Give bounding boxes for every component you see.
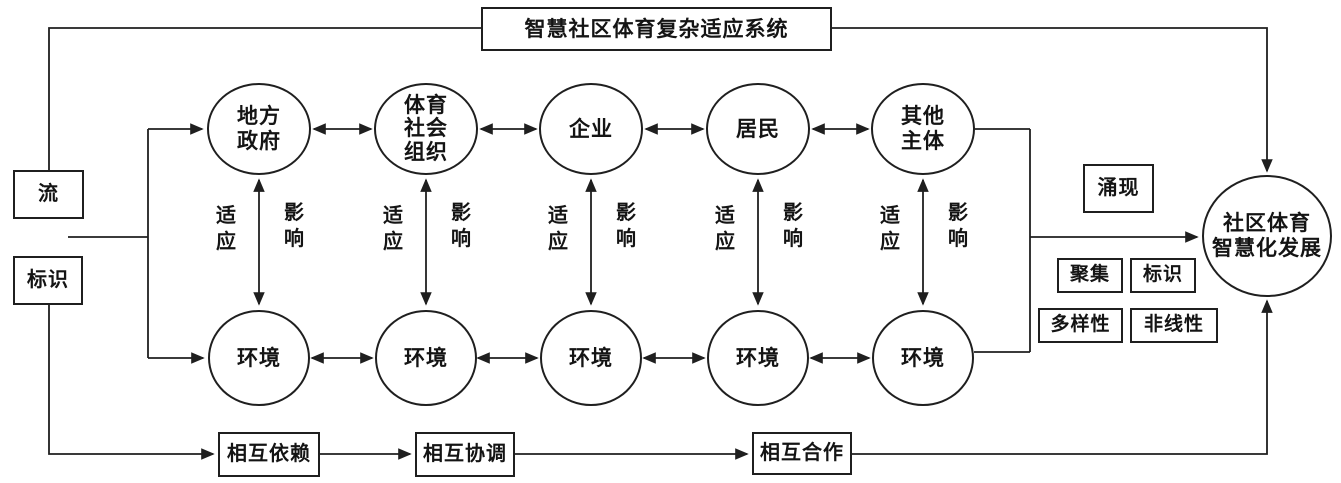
identification-to-dependence-arrow xyxy=(48,305,215,460)
agent-circle-local-government: 地方 政府 xyxy=(207,83,311,175)
development-outcome-circle: 社区体育 智慧化发展 xyxy=(1202,175,1332,297)
title-to-outcome-arrow xyxy=(832,27,1273,173)
flow-box: 流 xyxy=(13,170,84,219)
influence-label-2: 影 响 xyxy=(451,202,471,251)
adaptation-label-4: 适 应 xyxy=(715,205,735,254)
title-to-flow-line xyxy=(48,27,481,170)
diversity-box: 多样性 xyxy=(1038,308,1123,343)
mutual-coordination-box: 相互协调 xyxy=(415,432,515,477)
adaptation-label-5: 适 应 xyxy=(880,205,900,254)
emergence-box: 涌现 xyxy=(1083,164,1154,213)
environment-circle-1: 环境 xyxy=(208,310,310,406)
environment-circle-2: 环境 xyxy=(375,310,477,406)
identification-feature-box: 标识 xyxy=(1130,258,1196,293)
environment-circle-5: 环境 xyxy=(872,310,974,406)
influence-label-3: 影 响 xyxy=(616,202,636,251)
adaptation-label-3: 适 应 xyxy=(548,205,568,254)
influence-label-4: 影 响 xyxy=(783,202,803,251)
mutual-cooperation-box: 相互合作 xyxy=(752,432,852,475)
influence-label-5: 影 响 xyxy=(948,202,968,251)
agent-circle-enterprise: 企业 xyxy=(539,83,643,175)
nonlinearity-box: 非线性 xyxy=(1130,308,1218,343)
adaptation-label-1: 适 应 xyxy=(216,205,236,254)
influence-label-1: 影 响 xyxy=(284,202,304,251)
agent-circle-other-subjects: 其他 主体 xyxy=(871,83,975,175)
mutual-dependence-box: 相互依赖 xyxy=(218,432,320,477)
environment-circle-4: 环境 xyxy=(707,310,809,406)
environment-circle-3: 环境 xyxy=(540,310,642,406)
adaptation-label-2: 适 应 xyxy=(383,205,403,254)
agent-circle-sports-social-organization: 体育 社会 组织 xyxy=(374,83,478,175)
system-title-box: 智慧社区体育复杂适应系统 xyxy=(481,7,832,51)
agent-circle-residents: 居民 xyxy=(706,83,810,175)
cooperation-to-outcome-arrow xyxy=(852,299,1273,455)
aggregation-box: 聚集 xyxy=(1057,258,1123,293)
identification-box: 标识 xyxy=(13,256,83,305)
